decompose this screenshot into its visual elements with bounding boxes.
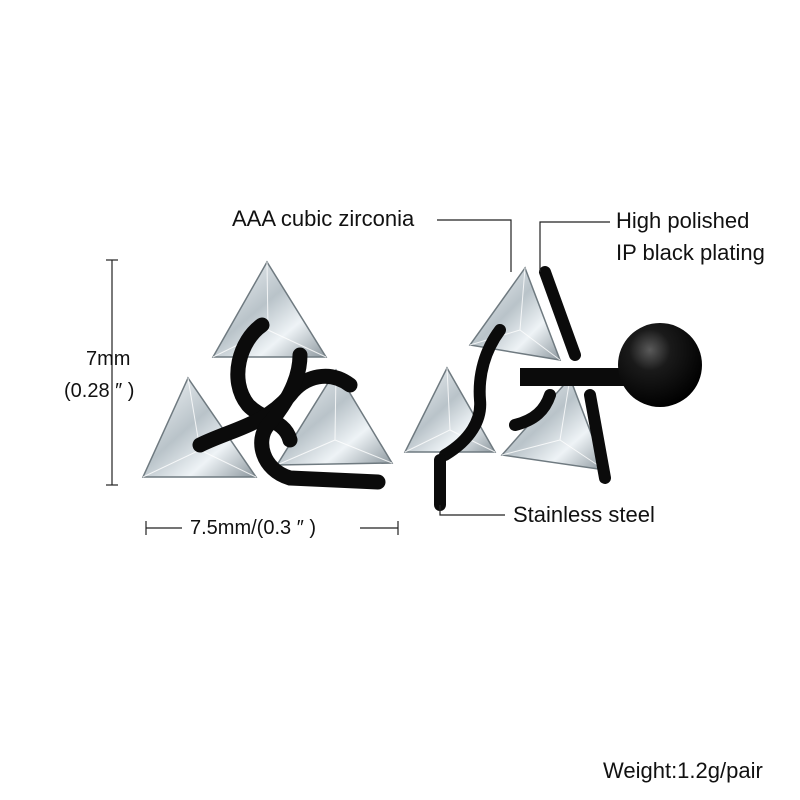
ball-back	[618, 323, 702, 407]
plating-callout-line2: IP black plating	[616, 240, 765, 265]
height-in-label: (0.28 ″ )	[64, 380, 135, 402]
weight-label: Weight:1.2g/pair	[603, 758, 763, 783]
dimension-lines	[106, 259, 399, 535]
front-view-earring	[141, 260, 394, 490]
gem-right	[275, 368, 394, 466]
stone-callout: AAA cubic zirconia	[232, 206, 415, 231]
gem-left	[141, 376, 258, 478]
callout-lines	[437, 219, 610, 516]
width-label: 7.5mm/(0.3 ″ )	[190, 517, 316, 539]
gem-top	[211, 260, 328, 358]
plating-callout-line1: High polished	[616, 208, 750, 233]
height-mm-label: 7mm	[86, 348, 131, 370]
screw-bar	[520, 368, 640, 386]
material-callout: Stainless steel	[513, 502, 655, 527]
side-view-earring	[403, 266, 702, 511]
